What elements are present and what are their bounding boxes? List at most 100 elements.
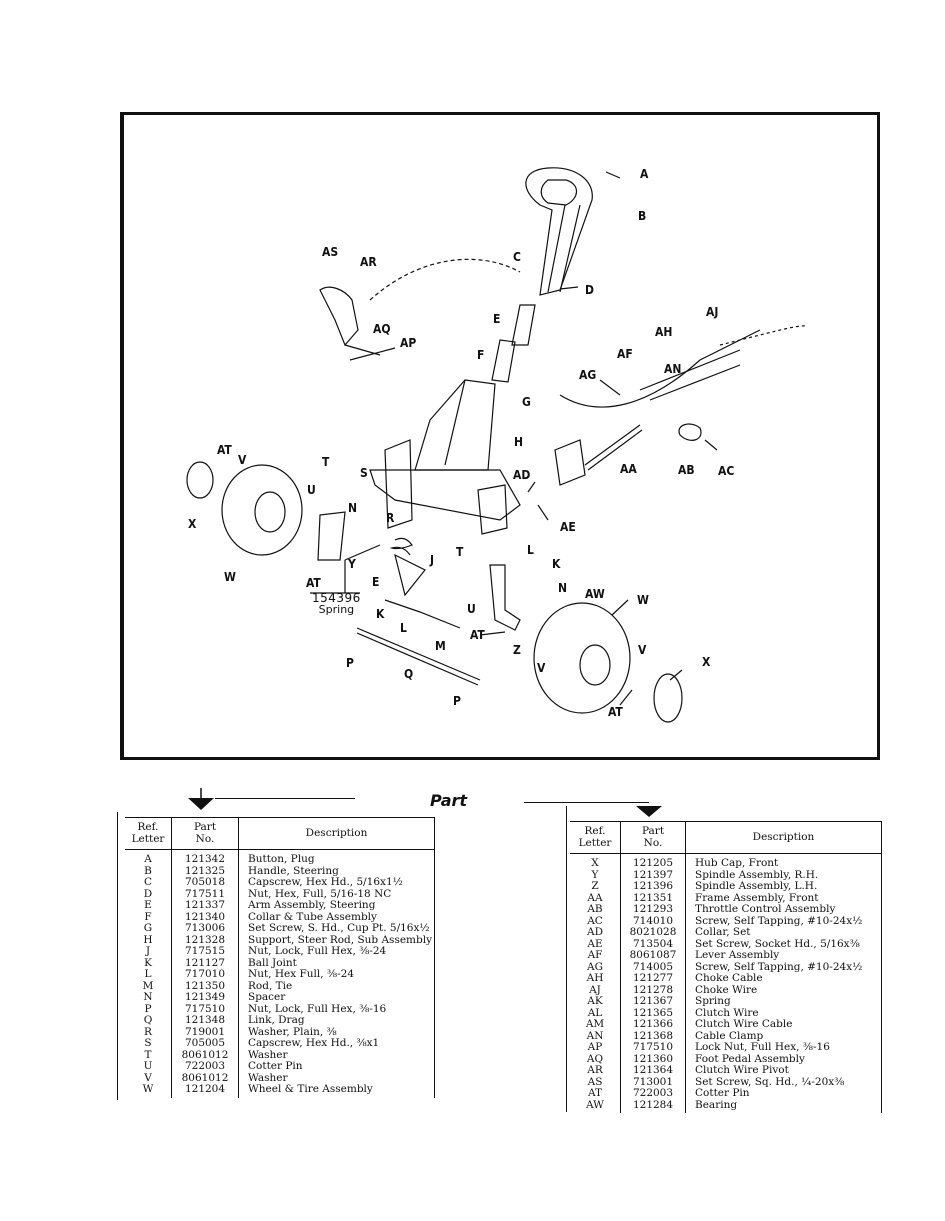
callout-G: G: [522, 395, 531, 409]
description-cell: Lock Nut, Full Hex, ⅜-16: [685, 1041, 882, 1054]
ref-letter-cell: X: [570, 853, 621, 870]
description-cell: Set Screw, Sq. Hd., ¼-20x⅜: [685, 1076, 882, 1088]
callout-AQ: AQ: [373, 322, 391, 336]
callout-N: N: [348, 501, 358, 515]
ref-letter-cell: AL: [570, 1007, 621, 1019]
part-number-cell: 121368: [620, 1030, 686, 1042]
right-wheel: [533, 602, 631, 714]
ref-letter-cell: AQ: [570, 1053, 621, 1065]
callout-AG: AG: [579, 368, 597, 382]
callout-C: C: [513, 250, 521, 264]
ref-letter-cell: AS: [570, 1076, 621, 1088]
description-cell: Ball Joint: [238, 957, 436, 969]
callout-X2: X: [702, 655, 711, 669]
callout-AH: AH: [655, 325, 673, 339]
ref-letter-cell: AJ: [570, 984, 621, 996]
callout-AR: AR: [360, 255, 377, 269]
part-number-cell: 714005: [620, 961, 686, 973]
description-cell: Choke Cable: [685, 972, 882, 985]
callout-S: S: [360, 466, 368, 480]
ref-letter-cell: Z: [570, 880, 621, 893]
description-cell: Screw, Self Tapping, #10-24x½: [685, 915, 882, 927]
callout-Y: Y: [348, 557, 356, 571]
ref-letter-cell: H: [125, 934, 172, 946]
part-number-cell: 713001: [620, 1076, 686, 1088]
part-number-cell: 8061012: [171, 1049, 239, 1061]
ref-letter-cell: W: [125, 1083, 172, 1098]
callout-W2: W: [637, 593, 649, 607]
callout-F: F: [477, 348, 485, 362]
callout-AF: AF: [617, 347, 633, 361]
ref-letter-cell: AF: [570, 949, 621, 962]
ref-letter-cell: AD: [570, 926, 621, 939]
callout-X: X: [188, 517, 197, 531]
part-number-cell: 121349: [171, 991, 239, 1004]
callout-U: U: [307, 483, 316, 497]
ref-letter-cell: AT: [570, 1087, 621, 1100]
ref-letter-cell: E: [125, 899, 172, 912]
ref-letter-cell: B: [125, 865, 172, 877]
callout-AT4: AT: [470, 628, 485, 642]
front-frame: [369, 469, 521, 521]
part-number-cell: 121340: [171, 911, 239, 923]
callout-P2: P: [453, 694, 461, 708]
description-cell: Foot Pedal Assembly: [685, 1053, 882, 1065]
left-wheel: [221, 464, 303, 556]
description-cell: Spacer: [238, 991, 436, 1004]
part-number-cell: 8021028: [620, 926, 686, 939]
header-ref-letter: Ref. Letter: [570, 821, 621, 854]
description-cell: Set Screw, Socket Hd., 5/16x⅜: [685, 938, 882, 950]
part-number-cell: 722003: [620, 1087, 686, 1100]
header-description: Description: [685, 821, 882, 854]
part-number-cell: 121397: [620, 869, 686, 881]
description-cell: Support, Steer Rod, Sub Assembly: [238, 934, 436, 946]
part-number-cell: 121337: [171, 899, 239, 912]
diagram-frame: [120, 112, 880, 760]
description-cell: Rod, Tie: [238, 980, 436, 992]
description-cell: Capscrew, Hex Hd., ⅜x1: [238, 1037, 436, 1050]
left-table-rule: [117, 812, 118, 1100]
arrow-down-icon: [188, 788, 214, 810]
part-number-cell: 717010: [171, 968, 239, 981]
callout-U2: U: [467, 602, 476, 616]
part-number-cell: 121366: [620, 1018, 686, 1031]
ref-letter-cell: AE: [570, 938, 621, 950]
part-number-cell: 713504: [620, 938, 686, 950]
ref-letter-cell: P: [125, 1003, 172, 1015]
header-part-no: Part No.: [171, 817, 239, 850]
callout-V3: V: [537, 661, 546, 675]
part-number-cell: 121351: [620, 892, 686, 904]
ref-letter-cell: T: [125, 1049, 172, 1061]
spring-part-number: 154396: [312, 591, 361, 605]
part-number-cell: 121277: [620, 972, 686, 985]
ref-letter-cell: F: [125, 911, 172, 923]
ref-letter-cell: V: [125, 1072, 172, 1084]
callout-M: M: [435, 639, 446, 653]
header-ref-letter: Ref. Letter: [125, 817, 172, 850]
callout-AA: AA: [620, 462, 637, 476]
description-cell: Capscrew, Hex Hd., 5/16x1½: [238, 876, 436, 889]
part-number-cell: 121325: [171, 865, 239, 877]
callout-AB: AB: [678, 463, 695, 477]
description-cell: Spring: [685, 995, 882, 1008]
foot-pedal: [319, 286, 359, 347]
